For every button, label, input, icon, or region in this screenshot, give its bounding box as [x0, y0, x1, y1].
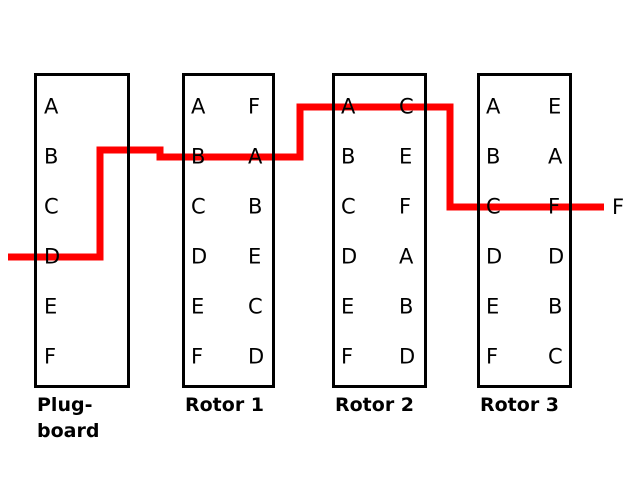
rotor-1-input-letter-d: D [191, 244, 208, 269]
rotor-3-output-letter-row-c: F [548, 194, 561, 219]
rotor-1-output-letter-row-e: C [248, 294, 263, 319]
signal-path-wire [8, 103, 604, 261]
rotor-2-output-letter-row-f: D [399, 344, 416, 369]
rotor-2-input-letter-a: A [341, 94, 356, 119]
rotor-2-output-letter-row-d: A [399, 244, 414, 269]
plugboard-input-letter-e: E [44, 294, 58, 319]
rotor-2-output-letter-row-a: C [399, 94, 414, 119]
rotor-1-input-letter-b: B [191, 144, 206, 169]
rotor-1-input-letter-f: F [191, 344, 204, 369]
rotor-1-input-letter-e: E [191, 294, 205, 319]
unit-box-rotor-1 [182, 73, 275, 388]
rotor-2-output-letter-row-c: F [399, 194, 412, 219]
caption-rotor-3: Rotor 3 [480, 394, 560, 416]
unit-box-rotor-2 [332, 73, 427, 388]
rotor-1-input-letter-a: A [191, 94, 206, 119]
plugboard-input-letter-f: F [44, 344, 57, 369]
rotor-3-input-letter-b: B [486, 144, 501, 169]
caption-plugboard: Plug-board [37, 394, 100, 442]
rotor-2-input-letter-b: B [341, 144, 356, 169]
rotor-3-input-letter-e: E [486, 294, 500, 319]
unit-box-plugboard [34, 73, 130, 388]
rotor-1-output-letter-row-c: B [248, 194, 263, 219]
plugboard-input-letter-b: B [44, 144, 59, 169]
plugboard-input-letter-c: C [44, 194, 59, 219]
plugboard-input-letter-a: A [44, 94, 59, 119]
rotor-2-input-letter-d: D [341, 244, 358, 269]
caption-rotor-1: Rotor 1 [185, 394, 265, 416]
rotor-1-output-letter-row-a: F [248, 94, 261, 119]
rotor-2-input-letter-c: C [341, 194, 356, 219]
output-letter-label: F [612, 195, 625, 219]
rotor-3-input-letter-d: D [486, 244, 503, 269]
rotor-3-output-letter-row-a: E [548, 94, 562, 119]
rotor-3-output-letter-row-f: C [548, 344, 563, 369]
plugboard-input-letter-d: D [44, 244, 61, 269]
unit-box-rotor-3 [477, 73, 572, 388]
rotor-3-input-letter-a: A [486, 94, 501, 119]
rotor-1-output-letter-row-f: D [248, 344, 265, 369]
rotor-3-input-letter-f: F [486, 344, 499, 369]
rotor-3-input-letter-c: C [486, 194, 501, 219]
rotor-1-output-letter-row-b: A [248, 144, 263, 169]
rotor-3-output-letter-row-e: B [548, 294, 563, 319]
rotor-2-output-letter-row-b: E [399, 144, 413, 169]
caption-rotor-2: Rotor 2 [335, 394, 415, 416]
rotor-3-output-letter-row-d: D [548, 244, 565, 269]
rotor-3-output-letter-row-b: A [548, 144, 563, 169]
rotor-2-input-letter-f: F [341, 344, 354, 369]
rotor-1-output-letter-row-d: E [248, 244, 262, 269]
rotor-1-input-letter-c: C [191, 194, 206, 219]
rotor-2-input-letter-e: E [341, 294, 355, 319]
rotor-2-output-letter-row-e: B [399, 294, 414, 319]
